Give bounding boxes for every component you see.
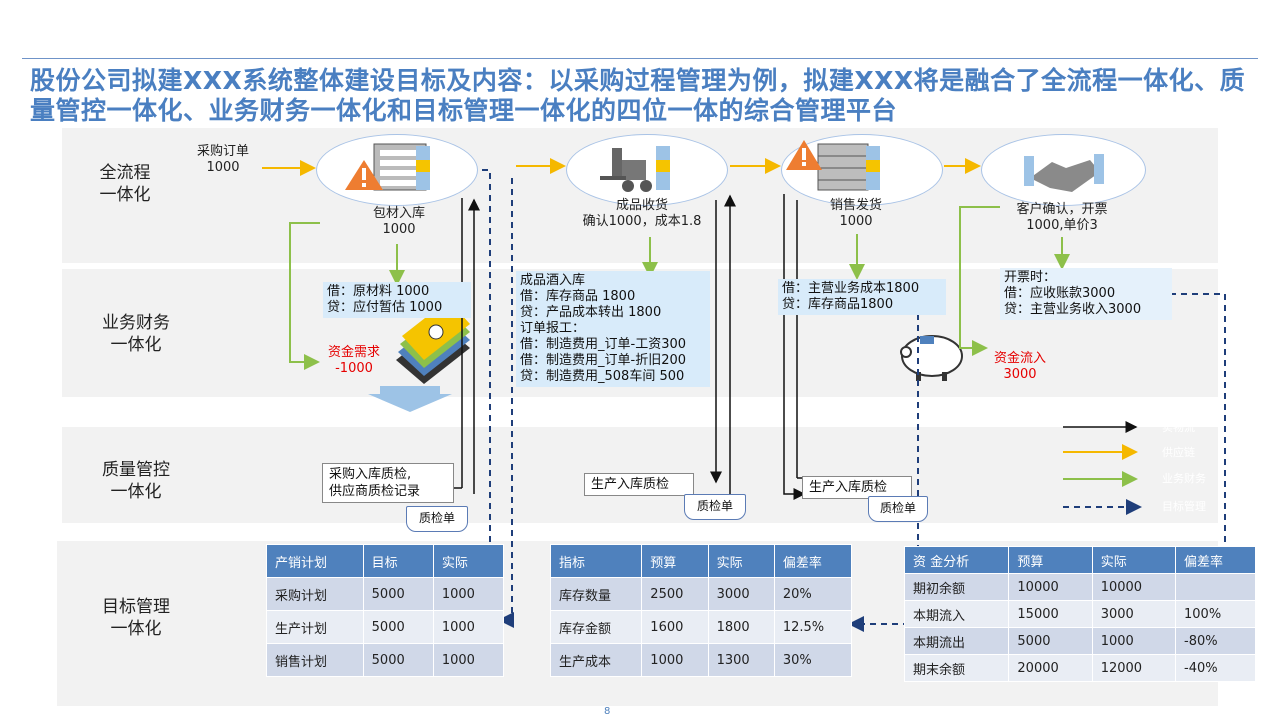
table-cell: 销售计划 bbox=[266, 643, 364, 677]
cash-need-label: 资金需求 -1000 bbox=[327, 345, 380, 376]
stage2-label: 成品收货 确认1000，成本1.8 bbox=[582, 198, 702, 229]
fund-header-0: 资 金分析 bbox=[903, 546, 1010, 574]
table-cell: 30% bbox=[773, 643, 853, 677]
quality-doc-3: 质检单 bbox=[868, 496, 928, 522]
table-row: 本期流出 5000 1000 -80% bbox=[903, 627, 1256, 655]
table-cell: 1000 bbox=[432, 577, 505, 611]
fund-table: 资 金分析 预算 实际 偏差率 期初余额 10000 10000 本期流入 15… bbox=[903, 546, 1256, 682]
stock-table: 指标 预算 实际 偏差率 库存数量 2500 3000 20% 库存金额 160… bbox=[549, 544, 853, 677]
journal-entry-4: 开票时： 借：应收账款3000 贷：主营业务收入3000 bbox=[1000, 268, 1172, 320]
legend-finance: 业务财务 bbox=[1162, 472, 1206, 485]
table-cell: 20000 bbox=[1008, 654, 1093, 682]
table-cell: 12.5% bbox=[773, 610, 853, 644]
fund-header-1: 预算 bbox=[1008, 546, 1093, 574]
table-row: 生产计划 5000 1000 bbox=[266, 610, 505, 644]
stage3-label: 销售发货 1000 bbox=[829, 198, 882, 229]
down-block-arrow-icon bbox=[368, 386, 452, 412]
table-cell: 采购计划 bbox=[266, 577, 364, 611]
table-cell: 3000 bbox=[707, 577, 775, 611]
row-label-quality: 质量管控 一体化 bbox=[102, 460, 170, 502]
stock-header-3: 偏差率 bbox=[773, 544, 853, 578]
table-cell: 10000 bbox=[1008, 573, 1093, 601]
table-cell: 期末余额 bbox=[903, 654, 1010, 682]
plan-header-2: 实际 bbox=[432, 544, 505, 578]
stock-header-2: 实际 bbox=[707, 544, 775, 578]
table-cell: 1600 bbox=[641, 610, 709, 644]
table-cell: 生产计划 bbox=[266, 610, 364, 644]
piggy-bank-icon bbox=[900, 335, 963, 381]
journal-entry-3: 借：主营业务成本1800 贷：库存商品1800 bbox=[778, 279, 946, 315]
table-row: 库存数量 2500 3000 20% bbox=[549, 577, 853, 611]
table-row: 本期流入 15000 3000 100% bbox=[903, 600, 1256, 628]
shipping-warning-icon bbox=[786, 140, 880, 191]
stock-header-0: 指标 bbox=[549, 544, 643, 578]
row-label-finance: 业务财务 一体化 bbox=[102, 313, 170, 355]
fund-header-3: 偏差率 bbox=[1175, 546, 1256, 574]
table-cell: -40% bbox=[1175, 654, 1256, 682]
stage2-ellipse bbox=[566, 134, 728, 206]
table-cell: 5000 bbox=[362, 577, 434, 611]
plan-table: 产销计划 目标 实际 采购计划 5000 1000 生产计划 5000 1000… bbox=[266, 544, 505, 677]
production-quality-box-1: 生产入库质检 bbox=[584, 473, 694, 496]
purchase-quality-box: 采购入库质检, 供应商质检记录 bbox=[322, 463, 454, 503]
row-label-process: 全流程 一体化 bbox=[99, 163, 151, 205]
table-cell: 1800 bbox=[707, 610, 775, 644]
row-label-target: 目标管理 一体化 bbox=[102, 597, 170, 639]
table-cell: 1000 bbox=[432, 643, 505, 677]
page-number: 8 bbox=[604, 706, 611, 717]
legend-supply: 供应链 bbox=[1162, 446, 1195, 459]
table-cell: 库存数量 bbox=[549, 577, 643, 611]
table-cell: -80% bbox=[1175, 627, 1256, 655]
table-cell: 库存金额 bbox=[549, 610, 643, 644]
table-row: 生产成本 1000 1300 30% bbox=[549, 643, 853, 677]
table-cell: 1000 bbox=[1091, 627, 1177, 655]
production-quality-box-2: 生产入库质检 bbox=[802, 476, 912, 499]
table-cell: 3000 bbox=[1091, 600, 1177, 628]
table-row: 期末余额 20000 12000 -40% bbox=[903, 654, 1256, 682]
table-cell: 2500 bbox=[641, 577, 709, 611]
stage1-label: 包材入库 1000 bbox=[372, 206, 425, 237]
table-cell: 5000 bbox=[362, 610, 434, 644]
stage4-label: 客户确认，开票 1000,单价3 bbox=[1016, 202, 1108, 233]
stock-header-1: 预算 bbox=[641, 544, 709, 578]
table-cell: 本期流入 bbox=[903, 600, 1010, 628]
table-cell bbox=[1175, 573, 1256, 601]
table-cell: 5000 bbox=[362, 643, 434, 677]
table-row: 销售计划 5000 1000 bbox=[266, 643, 505, 677]
legend-physical: 实物流 bbox=[1162, 421, 1195, 434]
journal-entry-2: 成品酒入库 借：库存商品 1800 贷：产品成本转出 1800 订单报工： 借：… bbox=[516, 271, 710, 387]
table-cell: 1300 bbox=[707, 643, 775, 677]
table-row: 采购计划 5000 1000 bbox=[266, 577, 505, 611]
warehouse-warning-icon bbox=[345, 143, 430, 191]
plan-header-1: 目标 bbox=[362, 544, 434, 578]
table-row: 库存金额 1600 1800 12.5% bbox=[549, 610, 853, 644]
journal-entry-1: 借：原材料 1000 贷：应付暂估 1000 bbox=[323, 282, 471, 318]
legend-target: 目标管理 bbox=[1162, 500, 1206, 513]
cash-in-label: 资金流入 3000 bbox=[993, 351, 1046, 382]
forklift-icon bbox=[600, 146, 670, 192]
table-cell: 本期流出 bbox=[903, 627, 1010, 655]
table-cell: 1000 bbox=[641, 643, 709, 677]
purchase-order-label: 采购订单 1000 bbox=[196, 144, 249, 175]
table-row: 期初余额 10000 10000 bbox=[903, 573, 1256, 601]
table-cell: 12000 bbox=[1091, 654, 1177, 682]
table-cell: 10000 bbox=[1091, 573, 1177, 601]
quality-doc-2: 质检单 bbox=[684, 494, 746, 520]
fund-header-2: 实际 bbox=[1091, 546, 1177, 574]
table-cell: 5000 bbox=[1008, 627, 1093, 655]
table-cell: 生产成本 bbox=[549, 643, 643, 677]
table-cell: 100% bbox=[1175, 600, 1256, 628]
table-cell: 期初余额 bbox=[903, 573, 1010, 601]
plan-header-0: 产销计划 bbox=[266, 544, 364, 578]
table-cell: 15000 bbox=[1008, 600, 1093, 628]
page-title: 股份公司拟建XXX系统整体建设目标及内容：以采购过程管理为例，拟建XXX将是融合… bbox=[30, 66, 1246, 125]
title-rule bbox=[22, 58, 1258, 59]
quality-doc-1: 质检单 bbox=[406, 506, 468, 532]
table-cell: 20% bbox=[773, 577, 853, 611]
table-cell: 1000 bbox=[432, 610, 505, 644]
handshake-icon bbox=[1024, 154, 1104, 192]
